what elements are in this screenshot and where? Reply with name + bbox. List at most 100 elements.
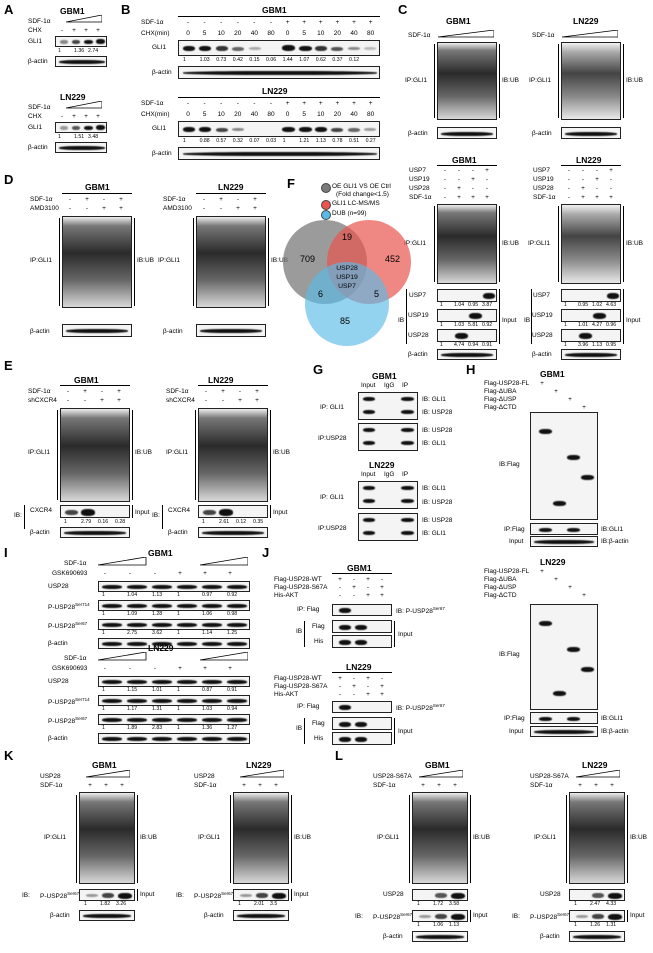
venn-count-gray-red: 19 — [342, 232, 353, 242]
row-label: Flag-USP28-WT — [274, 675, 322, 682]
blot-label: GLI1 — [152, 44, 167, 51]
band — [227, 604, 247, 608]
quant-value: 0.03 — [266, 138, 277, 144]
row-label: SDF-1α — [533, 194, 556, 201]
blot-ub-c-ln229 — [561, 42, 621, 120]
sign: + — [228, 570, 232, 577]
gradient-wedge — [98, 652, 248, 661]
quant-value: 1 — [58, 48, 61, 54]
band — [152, 623, 172, 627]
blot-actin-e-ln229 — [198, 527, 268, 538]
time-value: 40 — [250, 30, 259, 37]
sign: - — [68, 196, 72, 203]
divider — [196, 193, 266, 194]
row-label: His-AKT — [274, 592, 299, 599]
quant-value: 0.98 — [227, 611, 238, 617]
bracket — [137, 889, 138, 901]
cell-title-d-ln229: LN229 — [218, 182, 244, 192]
blot-pusp28 — [569, 910, 625, 922]
blot-label-text: P-USP28 — [40, 893, 68, 901]
blot-label: β-actin — [532, 351, 552, 358]
sign: + — [457, 194, 461, 201]
sign: + — [368, 100, 373, 107]
venn-circle-blue — [305, 262, 389, 346]
band — [127, 623, 147, 627]
ib-label: IB:UB — [626, 77, 643, 84]
cell-title-i-gbm1: GBM1 — [148, 548, 173, 558]
ip-label: IP:Flag — [504, 526, 525, 533]
quant-value: 0.92 — [482, 322, 493, 328]
sign: - — [68, 205, 72, 212]
sign: + — [421, 782, 425, 789]
ib-label-sup: Ser67 — [432, 703, 445, 708]
panel-label-h: H — [466, 362, 476, 377]
cell-title-c-gbm1: GBM1 — [446, 16, 471, 26]
quant-value: 0.96 — [606, 322, 617, 328]
quant-value: 0.87 — [202, 687, 213, 693]
quant-value: 1 — [440, 322, 443, 328]
blot-label: β-actin — [540, 933, 560, 940]
time-value: 20 — [234, 111, 242, 118]
quant-value: 4.33 — [606, 901, 617, 907]
divider — [332, 573, 392, 574]
quant-value: 1.15 — [127, 687, 138, 693]
band — [202, 623, 222, 627]
blot-flag-h-gbm1 — [530, 412, 598, 520]
quant-value: 1.01 — [152, 687, 163, 693]
input-label: Input — [135, 509, 150, 516]
blot-cxcr4-e-gbm1 — [60, 505, 130, 518]
gradient-wedge — [66, 15, 102, 23]
sign: + — [380, 691, 384, 698]
bracket — [623, 289, 624, 344]
quant-value: 1 — [177, 687, 180, 693]
row-label: shCXCR4 — [28, 397, 57, 404]
quant-value: 1.31 — [606, 922, 617, 928]
quant-value: 0.42 — [232, 57, 243, 63]
bracket — [434, 206, 435, 282]
sign: + — [236, 205, 240, 212]
cell-title-a-gbm1: GBM1 — [60, 6, 85, 16]
sign: + — [610, 782, 614, 789]
row-label: His-AKT — [274, 691, 299, 698]
ip-label: IP:GLI1 — [28, 449, 51, 456]
bracket — [499, 44, 500, 118]
cell-title-h-ln229: LN229 — [540, 557, 566, 567]
input-label: Input — [509, 538, 524, 545]
cell-title-e-ln229: LN229 — [208, 375, 234, 385]
band — [86, 894, 98, 897]
divider — [60, 385, 130, 386]
blot-label: β-actin — [28, 144, 48, 151]
col-label: IgG — [384, 471, 395, 478]
row-label: USP7 — [409, 167, 426, 174]
col-label: Input — [361, 382, 376, 389]
sign: + — [72, 113, 76, 120]
band — [127, 604, 147, 608]
quant-value: 1.28 — [152, 611, 163, 617]
sign: + — [568, 396, 572, 403]
bracket — [193, 218, 194, 306]
row-label: USP19 — [533, 176, 554, 183]
bracket — [623, 206, 624, 282]
gradient-wedge — [562, 30, 618, 38]
ib-side-label: IB: — [512, 913, 520, 920]
bracket — [409, 795, 410, 883]
band — [102, 680, 122, 684]
quant-value: 1 — [238, 901, 241, 907]
sign: + — [72, 27, 76, 34]
ib-label: IB: GLI1 — [422, 485, 446, 492]
sign: - — [128, 665, 132, 672]
row-label: SDF-1α — [40, 782, 63, 789]
time-value: 40 — [350, 111, 358, 118]
sign: - — [366, 584, 370, 591]
band — [435, 893, 447, 898]
quant-value: 1.31 — [152, 706, 163, 712]
bracket — [470, 795, 471, 883]
row-label: USP28-S67A — [530, 773, 569, 780]
time-value: 0 — [186, 30, 190, 37]
blot-pusp28-j-ln229 — [332, 701, 392, 713]
ip-label: IP: Flag — [297, 606, 320, 613]
band — [177, 680, 197, 684]
quant-value: 0.94 — [227, 706, 238, 712]
band — [202, 642, 222, 646]
ib-label: IB: GLI1 — [422, 530, 446, 537]
